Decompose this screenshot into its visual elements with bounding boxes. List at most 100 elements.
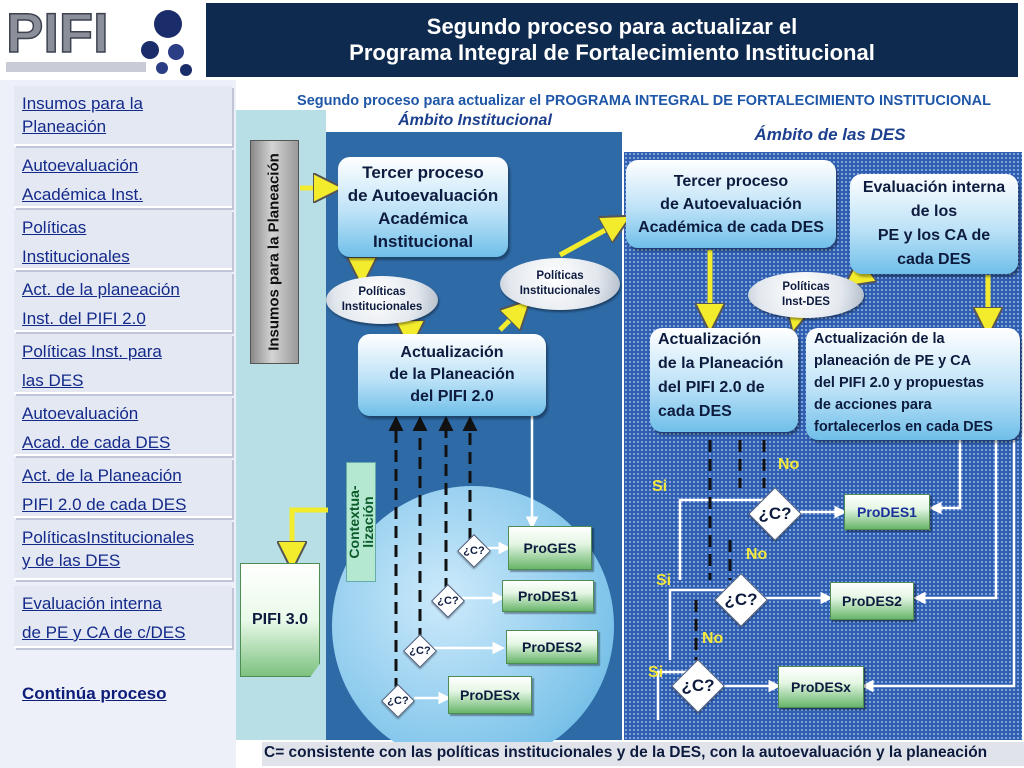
- sidebar-item-label: Acad. de cada DES: [22, 433, 171, 452]
- box-text: Académica de cada DES: [638, 218, 824, 236]
- sidebar-item-label: PolíticasInstitucionales: [22, 528, 194, 547]
- logo-text: PIFI: [6, 1, 109, 64]
- sidebar-item-autoevaluacion-des[interactable]: Autoevaluación Acad. de cada DES: [14, 396, 232, 456]
- ellipse-text: Políticas: [536, 270, 584, 282]
- box-text: PE y los CA de: [877, 227, 991, 244]
- box-text: planeación de PE y CA: [814, 353, 972, 369]
- pifi-30-document: PIFI 3.0: [240, 563, 320, 677]
- actualizacion-inst-box: Actualización de la Planeación del PIFI …: [358, 334, 546, 416]
- sidebar-item-label: Autoevaluación: [22, 404, 139, 423]
- title-line2: Programa Integral de Fortalecimiento Ins…: [349, 40, 875, 65]
- prodes1-right-doc: ProDES1: [844, 494, 930, 530]
- proges-doc: ProGES: [508, 526, 592, 570]
- box-text: Institucional: [372, 232, 474, 251]
- decision-diamond-large: ¿C?: [744, 487, 806, 541]
- sidebar-item-autoevaluacion-inst[interactable]: Autoevaluación Académica Inst.: [14, 148, 232, 208]
- box-text: del PIFI 2.0 y propuestas: [814, 375, 985, 391]
- decision-text: ¿C?: [724, 590, 758, 609]
- sidebar-item-label: PIFI 2.0 de cada DES: [22, 495, 187, 514]
- tercer-proceso-des-box: Tercer proceso de Autoevaluación Académi…: [626, 160, 836, 248]
- decision-text: ¿C?: [387, 695, 409, 707]
- sidebar-item-label: de PE y CA de c/DES: [22, 623, 186, 642]
- decision-diamond: ¿C?: [398, 634, 442, 668]
- actualizacion-pe-box: Actualización de la planeación de PE y C…: [806, 328, 1020, 440]
- politicas-des-ellipse: Políticas Inst-DES: [748, 272, 864, 318]
- ellipse-text: Políticas: [358, 286, 406, 298]
- sidebar-item-label: Inst. del PIFI 2.0: [22, 309, 146, 328]
- box-text: Actualización: [400, 344, 504, 361]
- insumos-label: Insumos para la Planeación: [265, 153, 283, 351]
- box-text: de acciones para: [814, 397, 932, 413]
- diagram-title: Segundo proceso para actualizar el PROGR…: [297, 93, 991, 109]
- decision-text: ¿C?: [409, 645, 431, 657]
- ellipse-text: Políticas: [782, 281, 830, 293]
- insumos-box: [250, 140, 299, 364]
- sidebar-item-insumos[interactable]: Insumos para la Planeación: [14, 86, 232, 146]
- sidebar-item-politicas-inst[interactable]: Políticas Institucionales: [14, 210, 232, 270]
- box-text: de los: [910, 203, 958, 220]
- box-text: Tercer proceso: [362, 163, 484, 182]
- decision-text: ¿C?: [437, 595, 459, 607]
- decision-text: ¿C?: [681, 676, 715, 695]
- no-label: No: [702, 630, 724, 647]
- box-text: Académica: [378, 209, 468, 228]
- decision-text: ¿C?: [758, 504, 792, 523]
- decision-diamond: ¿C?: [426, 584, 470, 618]
- tercer-proceso-inst-box: Tercer proceso de Autoevaluación Académi…: [338, 157, 508, 257]
- box-text: de Autoevaluación: [347, 186, 499, 205]
- contextualizacion-label: Contextua- lización: [346, 485, 376, 559]
- scope-des-label: Ámbito de las DES: [754, 125, 906, 144]
- sidebar-item-label: y de las DES: [22, 551, 121, 570]
- box-text: de la Planeación: [658, 355, 784, 372]
- box-text: Actualización de la: [814, 331, 945, 347]
- box-text: cada DES: [897, 251, 971, 268]
- prodesx-left-doc: ProDESx: [448, 676, 532, 714]
- sidebar-item-label: Act. de la planeación: [22, 280, 180, 299]
- pifi-logo: PIFI: [0, 0, 204, 80]
- box-text: de Autoevaluación: [660, 195, 802, 213]
- sidebar-item-label: Insumos para la: [22, 94, 143, 113]
- box-text: del PIFI 2.0 de: [658, 379, 765, 396]
- prodes1-left-doc: ProDES1: [502, 580, 594, 612]
- sidebar-item-label: Institucionales: [22, 247, 130, 266]
- box-text: de la Planeación: [389, 366, 515, 383]
- sidebar-item-label: Académica Inst.: [22, 185, 143, 204]
- continue-process-link[interactable]: Continúa proceso: [22, 684, 167, 703]
- box-text: fortalecerlos en cada DES: [814, 419, 993, 435]
- title-line1: Segundo proceso para actualizar el: [426, 14, 798, 39]
- decision-diamond: ¿C?: [376, 684, 420, 718]
- decision-diamond-large: ¿C?: [668, 659, 728, 713]
- sidebar-item-label: Políticas Inst. para: [22, 342, 162, 361]
- footer-note: C= consistente con las políticas institu…: [262, 742, 1024, 766]
- box-text: Evaluación interna: [862, 179, 1006, 196]
- actualizacion-des-box: Actualización de la Planeación del PIFI …: [650, 328, 798, 432]
- prodesx-right-doc: ProDESx: [778, 666, 864, 708]
- decision-text: ¿C?: [463, 545, 485, 557]
- no-label: No: [746, 546, 768, 563]
- sidebar-item-label: Políticas: [22, 218, 87, 237]
- box-text: Tercer proceso: [673, 172, 789, 190]
- si-label: Si: [648, 664, 664, 681]
- sidebar-item-label: Autoevaluación: [22, 156, 139, 175]
- decision-diamond: ¿C?: [452, 534, 496, 568]
- ellipse-text: Inst-DES: [782, 296, 830, 308]
- prodes2-left-doc: ProDES2: [506, 630, 598, 664]
- ellipse-text: Institucionales: [341, 301, 423, 313]
- sidebar-item-act-planeacion-des[interactable]: Act. de la Planeación PIFI 2.0 de cada D…: [14, 458, 232, 518]
- sidebar-item-evaluacion-interna[interactable]: Evaluación interna de PE y CA de c/DES: [14, 586, 232, 648]
- box-text: cada DES: [658, 403, 732, 420]
- sidebar-item-act-planeacion-inst[interactable]: Act. de la planeación Inst. del PIFI 2.0: [14, 272, 232, 332]
- sidebar-item-label: las DES: [22, 371, 84, 390]
- sidebar-item-label: Act. de la Planeación: [22, 466, 182, 485]
- sidebar-item-politicas-des[interactable]: Políticas Inst. para las DES: [14, 334, 232, 394]
- evaluacion-interna-box: Evaluación interna de los PE y los CA de…: [850, 174, 1018, 274]
- si-label: Si: [652, 478, 668, 495]
- sidebar-item-label: Planeación: [22, 117, 107, 136]
- sidebar-item-label: Evaluación interna: [22, 594, 162, 613]
- sidebar-item-politicas-inst-des[interactable]: PolíticasInstitucionales y de las DES: [14, 520, 232, 580]
- box-text: Actualización: [658, 331, 762, 348]
- politicas-inst-ellipse-1: Políticas Institucionales: [326, 276, 438, 324]
- no-label: No: [778, 456, 800, 473]
- sidebar: Insumos para la Planeación Autoevaluació…: [0, 80, 236, 768]
- politicas-inst-ellipse-2: Políticas Institucionales: [500, 258, 620, 310]
